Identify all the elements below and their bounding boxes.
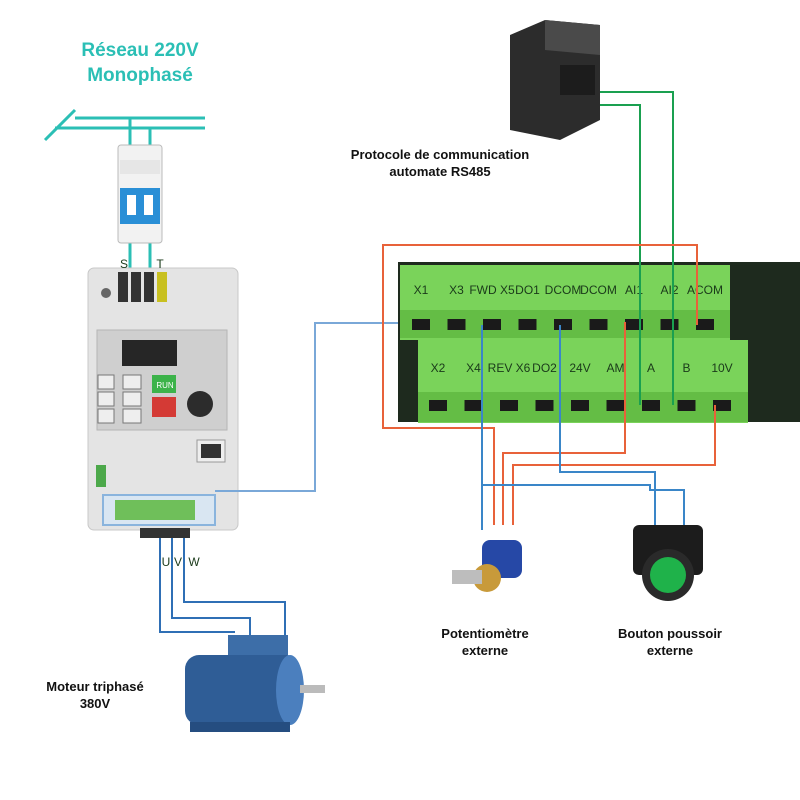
terminal-screw <box>535 400 554 411</box>
terminal-label: DO1 <box>515 283 540 297</box>
control-link-wire <box>215 322 398 492</box>
terminal-label: AI1 <box>625 283 643 297</box>
terminal-s: S <box>120 257 128 271</box>
terminal-u: U <box>162 555 171 569</box>
terminal-screw <box>464 400 483 411</box>
terminal-screw <box>571 400 589 411</box>
terminal-t: T <box>156 257 164 271</box>
terminal-screw <box>713 400 731 411</box>
terminal-screw <box>642 400 660 411</box>
terminal-label: 10V <box>711 361 732 375</box>
terminal-label: DCOM <box>545 283 582 297</box>
motor-label-line2: 380V <box>79 696 111 711</box>
terminal-label: FWD X5 <box>469 283 515 297</box>
rs485-label-line2: automate RS485 <box>389 164 491 179</box>
button-label: Bouton poussoir externe <box>600 625 740 659</box>
terminal-label: REV X6 <box>488 361 531 375</box>
plc-module <box>510 20 600 140</box>
button-label-line2: externe <box>646 643 694 658</box>
push-button <box>633 525 703 601</box>
terminal-label: DO2 <box>532 361 557 375</box>
terminal-screw <box>500 400 518 411</box>
rs485-label: Protocole de communication automate RS48… <box>320 146 560 180</box>
terminal-screw <box>606 400 625 411</box>
title-line2: Monophasé <box>87 65 193 86</box>
rs485-label-line1: Protocole de communication <box>350 147 530 162</box>
terminal-screw <box>589 319 608 330</box>
potentiometer-label-line1: Potentiomètre <box>441 626 529 641</box>
terminal-label: DCOM <box>580 283 617 297</box>
motor-label: Moteur triphasé 380V <box>30 678 160 712</box>
terminal-label: X1 <box>414 283 429 297</box>
terminal-screw <box>483 319 501 330</box>
title: Réseau 220V Monophasé <box>40 38 240 88</box>
terminal-screw <box>447 319 466 330</box>
rs485-wires <box>600 91 674 405</box>
potentiometer-wires <box>382 244 716 525</box>
terminal-screw <box>660 319 679 330</box>
terminal-label: AI2 <box>660 283 678 297</box>
button-wires <box>481 325 685 530</box>
run-key-label: RUN <box>156 381 174 390</box>
terminal-v: V <box>174 555 182 569</box>
terminal-screw <box>696 319 714 330</box>
terminal-w: W <box>188 555 200 569</box>
terminal-label: AM <box>607 361 625 375</box>
terminal-screw <box>625 319 643 330</box>
button-label-line1: Bouton poussoir <box>618 626 722 641</box>
circuit-breaker <box>117 144 163 244</box>
vfd-drive <box>87 267 239 538</box>
potentiometer <box>452 540 522 592</box>
terminal-screw <box>677 400 696 411</box>
terminal-screw <box>554 319 572 330</box>
motor <box>185 635 325 732</box>
terminal-label: X3 <box>449 283 464 297</box>
terminal-label: ACOM <box>687 283 723 297</box>
potentiometer-label: Potentiomètre externe <box>420 625 550 659</box>
title-line1: Réseau 220V <box>81 40 199 61</box>
terminal-label: X2 <box>431 361 446 375</box>
terminal-screw <box>412 319 430 330</box>
terminal-label: B <box>682 361 690 375</box>
terminal-label: A <box>647 361 655 375</box>
motor-wires <box>159 538 286 640</box>
motor-label-line1: Moteur triphasé <box>46 679 144 694</box>
terminal-screw <box>429 400 447 411</box>
terminal-screw <box>518 319 537 330</box>
terminal-label: 24V <box>569 361 590 375</box>
potentiometer-label-line2: externe <box>461 643 509 658</box>
terminal-label: X4 <box>466 361 481 375</box>
